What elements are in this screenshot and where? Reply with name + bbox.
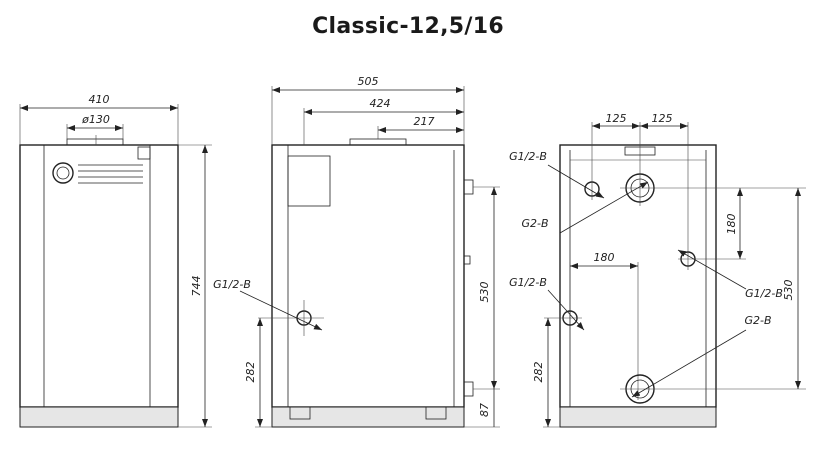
front-flue-label: ø130 [81, 113, 110, 126]
back-dim-right-vert-label: 530 [782, 280, 795, 301]
back-view: G2-B G1/2-B 125 125 G1/2-B 180 180 G1/2-… [509, 112, 806, 428]
front-width-label: 410 [89, 93, 110, 106]
front-view: 410 ø130 744 [19, 93, 212, 428]
side-pipe-height-label: 282 [244, 362, 257, 383]
front-base [19, 406, 179, 428]
back-dim-mid-label: 180 [594, 251, 615, 264]
side-bottom-label: 87 [478, 403, 491, 417]
back-g2-bottom-label: G2-B [744, 314, 771, 327]
side-flue-depth-label: 424 [370, 97, 391, 110]
back-dim-vert-label: 180 [725, 214, 738, 235]
back-g12-top-label: G1/2-B [509, 150, 547, 163]
front-dial-icon [52, 162, 74, 184]
side-body [271, 144, 465, 408]
front-height-label: 744 [190, 276, 203, 297]
side-panel [287, 155, 331, 207]
side-spacing-label: 530 [478, 282, 491, 303]
back-g12-left-label: G1/2-B [509, 276, 547, 289]
back-dim-right-label: 125 [652, 112, 673, 125]
side-flue-offset-label: 217 [414, 115, 435, 128]
vent-slots [78, 164, 143, 184]
back-dim-bottom-label: 282 [532, 362, 545, 383]
back-g12-right-label: G1/2-B [745, 287, 783, 300]
side-pipe-top [463, 179, 474, 195]
side-depth-label: 505 [358, 75, 379, 88]
side-pipe-label: G1/2-B [213, 278, 251, 291]
back-g2-top-label: G2-B [521, 217, 548, 230]
diagram-title: Classic-12,5/16 [312, 14, 504, 39]
side-view: G1/2-B 282 505 424 217 530 87 [213, 75, 500, 428]
side-pipe-bottom [463, 381, 474, 397]
back-dim-left-label: 125 [606, 112, 627, 125]
